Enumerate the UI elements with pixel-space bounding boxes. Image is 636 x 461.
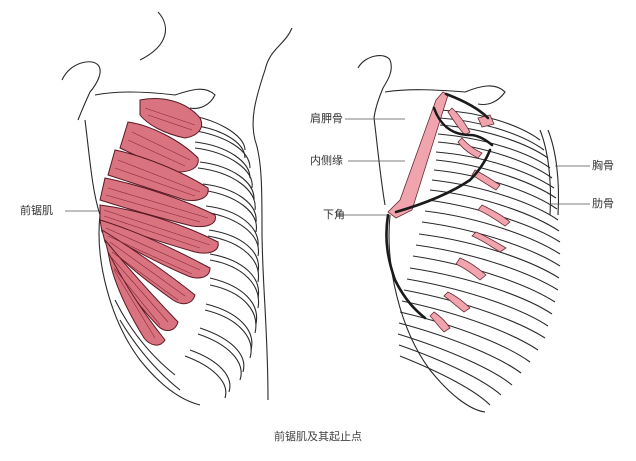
label-medial-border: 内侧缘 <box>310 154 343 167</box>
figure-caption: 前锯肌及其起止点 <box>274 430 362 443</box>
label-rib: 肋骨 <box>592 197 614 210</box>
label-serratus-anterior: 前锯肌 <box>20 204 53 217</box>
serratus-attachments <box>387 91 511 333</box>
serratus-anterior-muscle <box>99 98 219 346</box>
right-figure <box>357 55 561 413</box>
label-scapula: 肩胛骨 <box>310 112 343 125</box>
label-sternum: 胸骨 <box>592 159 614 172</box>
leader-lines-right <box>336 118 590 216</box>
label-inferior-angle: 下角 <box>323 208 345 221</box>
scapula-outline <box>385 92 494 320</box>
